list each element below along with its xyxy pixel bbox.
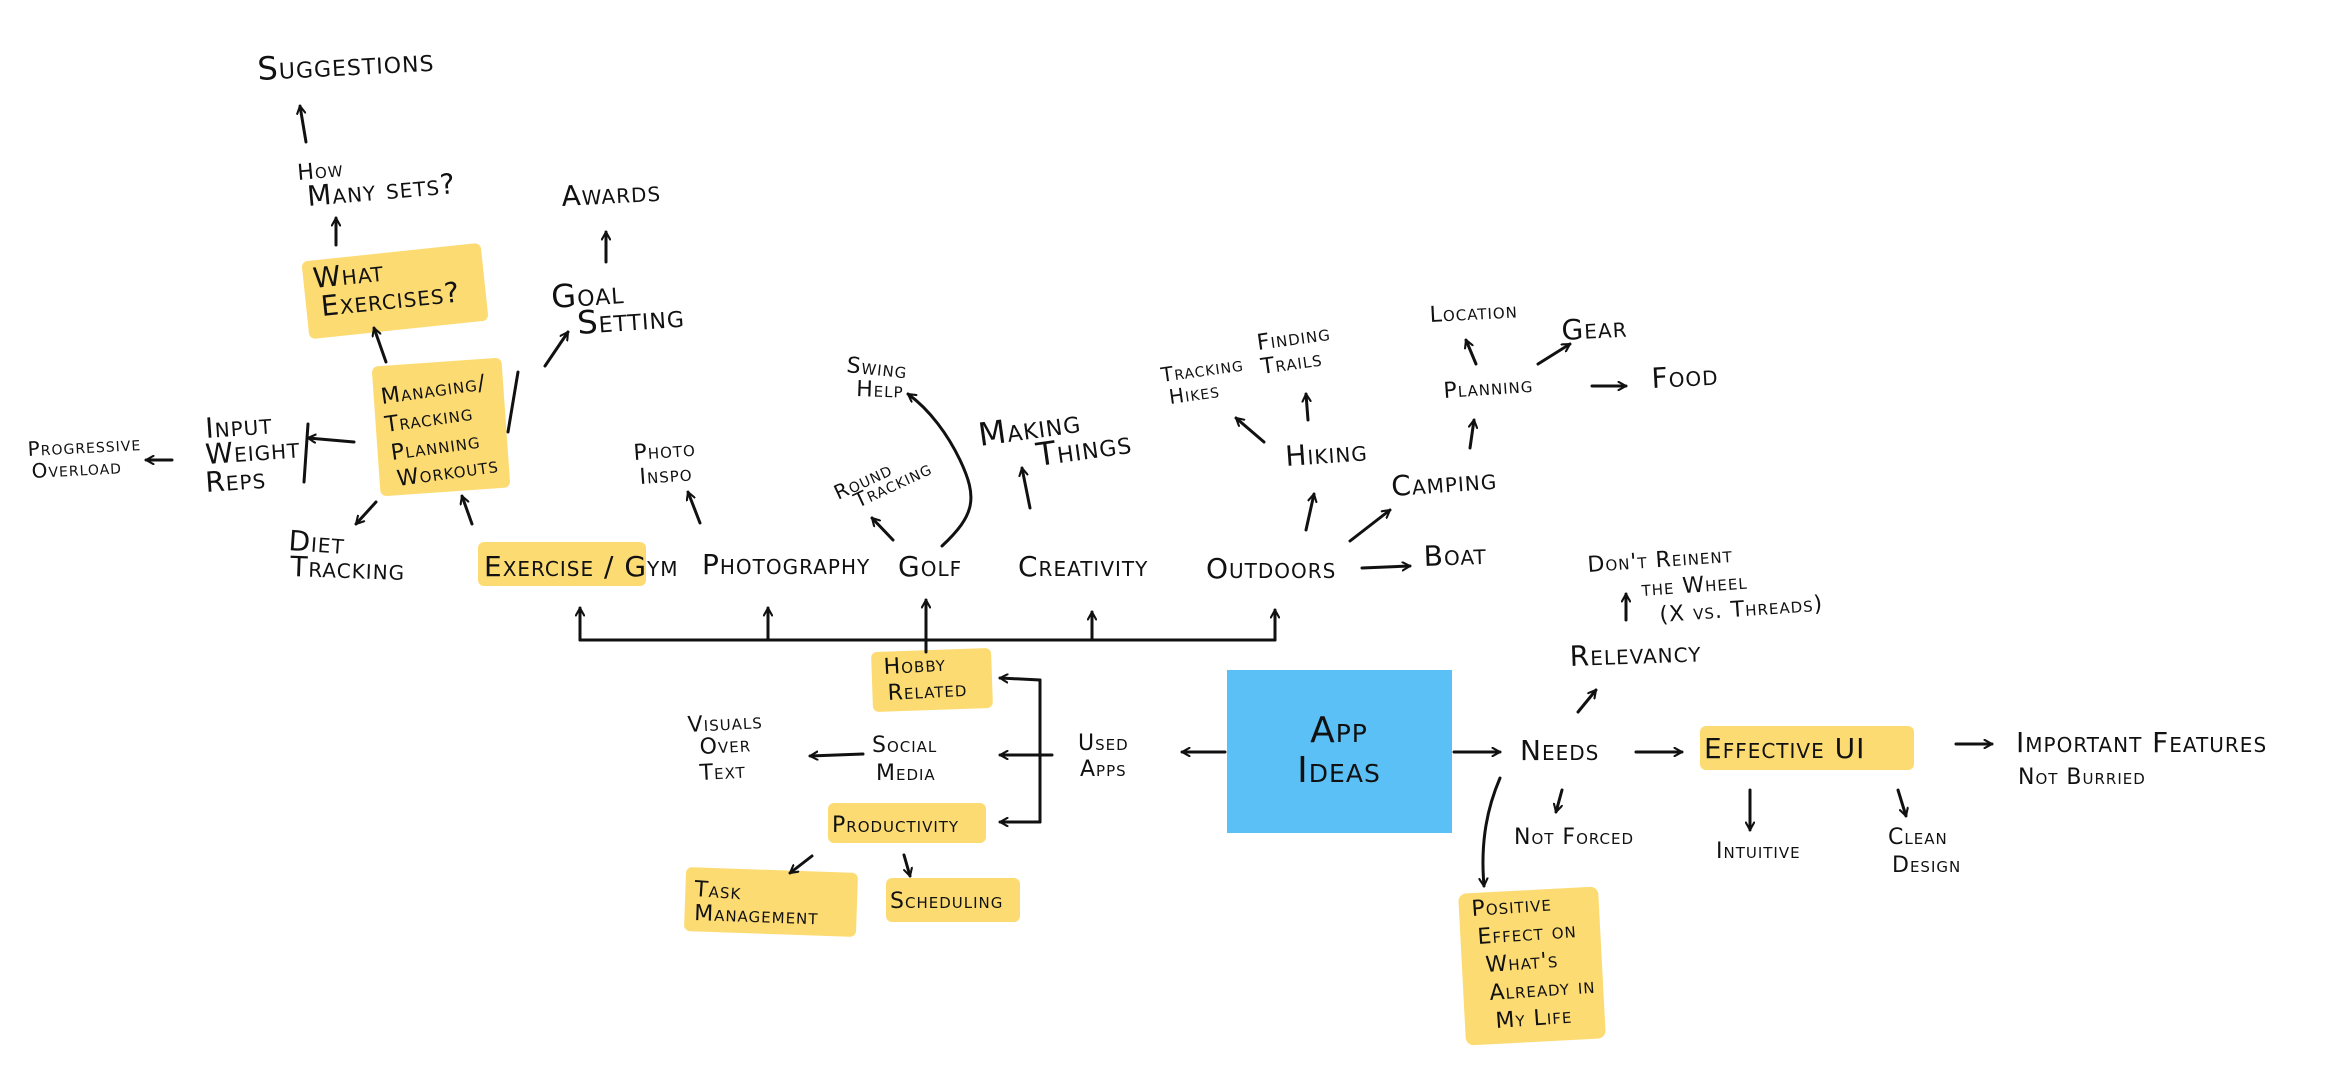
node-needs: Needs xyxy=(1520,734,1599,767)
node-photo-inspo-line1: Photo xyxy=(633,437,697,466)
node-task-line2: Management xyxy=(694,901,819,930)
arrow-hiking-finding xyxy=(1306,392,1308,422)
node-used-apps-line2: Apps xyxy=(1080,757,1127,782)
node-boat: Boat xyxy=(1423,538,1487,573)
arrow-outdoors-camping xyxy=(1348,508,1392,543)
node-effective-ui: Effective UI xyxy=(1704,732,1865,765)
highlight-managing-workouts xyxy=(372,358,510,496)
arrow-how-many-suggestions xyxy=(300,104,308,144)
arrow-productivity-scheduling xyxy=(902,853,910,878)
highlights xyxy=(302,243,1914,1046)
arrow-productivity-task xyxy=(788,854,814,875)
node-diet-line1: Diet xyxy=(288,524,346,561)
node-goal-setting-line1: Goal xyxy=(550,273,626,316)
node-clean-line2: Design xyxy=(1892,853,1961,878)
arrow-planning-gear xyxy=(1536,342,1572,366)
node-progressive-line1: Progressive xyxy=(27,431,142,461)
highlight-what-exercises xyxy=(302,243,488,339)
arrow-exercise-diet xyxy=(354,500,378,526)
node-suggestions: Suggestions xyxy=(256,41,435,88)
arrow-effective-clean xyxy=(1896,788,1906,818)
node-photo-inspo-line2: Inspo xyxy=(639,461,694,490)
node-intuitive: Intuitive xyxy=(1716,839,1801,864)
node-positive-line1: Positive xyxy=(1471,891,1553,922)
managing-bar-right xyxy=(506,370,520,434)
arrow-social-visuals xyxy=(808,754,865,756)
arrow-needs-positive xyxy=(1483,776,1502,888)
node-food: Food xyxy=(1651,359,1720,395)
node-visuals-line1: Visuals xyxy=(687,709,763,738)
node-input-line1: Input xyxy=(204,407,273,445)
arrow-outdoors-boat xyxy=(1360,566,1412,568)
node-input-line2: Weight xyxy=(204,431,301,471)
arrow-needs-not-forced xyxy=(1556,788,1564,814)
arrow-hiking-tracking xyxy=(1234,416,1266,444)
node-exercise-gym: Exercise / Gym xyxy=(484,550,679,583)
node-used-apps-line1: Used xyxy=(1078,731,1129,756)
node-round-tracking-line2: Tracking xyxy=(849,456,935,513)
node-goal-setting-line2: Setting xyxy=(576,297,686,342)
arrow-managing-what-exercises xyxy=(374,326,388,364)
arrow-needs-relevancy xyxy=(1576,688,1598,714)
node-hobby-line2: Related xyxy=(887,677,968,706)
node-clean-line1: Clean xyxy=(1888,825,1948,850)
highlight-exercise-gym xyxy=(478,542,646,586)
node-visuals-line3: Text xyxy=(698,759,746,786)
node-progressive-line2: Overload xyxy=(31,454,122,483)
center-title-line2: Ideas xyxy=(1297,750,1381,791)
node-productivity: Productivity xyxy=(832,813,959,838)
arrow-camping-planning xyxy=(1470,418,1474,450)
managing-bar-left xyxy=(302,422,310,484)
node-social-line2: Media xyxy=(876,761,936,786)
highlight-hobby-related xyxy=(871,648,993,712)
node-input-line3: Reps xyxy=(204,462,267,499)
arrow-planning-location xyxy=(1466,338,1478,366)
arrow-photography-inspo xyxy=(688,490,702,525)
node-positive-line5: My Life xyxy=(1495,1004,1573,1034)
node-photography: Photography xyxy=(702,548,870,581)
arrow-exercise-managing xyxy=(462,494,474,526)
node-diet-line2: Tracking xyxy=(289,550,406,587)
node-hobby-line1: Hobby xyxy=(883,652,947,680)
node-location: Location xyxy=(1429,298,1518,328)
node-task-line1: Task xyxy=(693,877,743,905)
node-scheduling: Scheduling xyxy=(890,889,1003,914)
node-creativity: Creativity xyxy=(1018,550,1148,583)
arrow-golf-round xyxy=(870,516,895,542)
node-planning: Planning xyxy=(1443,373,1534,404)
arrow-managing-goal xyxy=(543,330,570,368)
node-gear: Gear xyxy=(1561,311,1629,347)
node-awards: Awards xyxy=(561,175,662,213)
node-social-line1: Social xyxy=(872,733,937,758)
center-title-line1: App xyxy=(1310,710,1368,751)
node-important-line2: Not Burried xyxy=(2018,765,2146,790)
node-swing-help-line2: Help xyxy=(856,377,904,404)
highlight-productivity xyxy=(828,803,986,843)
node-relevancy: Relevancy xyxy=(1569,635,1702,673)
labels: Suggestions How Many sets? What Exercise… xyxy=(27,41,2267,1034)
node-important-line1: Important Features xyxy=(2016,726,2267,759)
highlight-scheduling xyxy=(886,878,1020,922)
node-outdoors: Outdoors xyxy=(1206,552,1336,585)
node-positive-line3: What's xyxy=(1485,948,1559,978)
node-hiking: Hiking xyxy=(1284,434,1369,473)
highlight-positive-effect xyxy=(1458,886,1606,1046)
arrow-golf-swing xyxy=(906,392,973,548)
arrow-outdoors-hiking xyxy=(1304,492,1314,532)
connectors xyxy=(144,104,1994,888)
node-how-many-sets-line1: How xyxy=(296,157,344,186)
node-golf: Golf xyxy=(898,550,962,583)
highlight-task-management xyxy=(684,867,858,937)
node-not-forced: Not Forced xyxy=(1514,825,1634,850)
arrow-managing-input xyxy=(306,438,356,442)
center-box xyxy=(1227,670,1452,833)
arrow-creativity-making xyxy=(1022,466,1032,510)
node-camping: Camping xyxy=(1390,463,1498,503)
arrow-to-hobby xyxy=(998,678,1042,680)
node-what-exercises-line1: What xyxy=(311,255,385,295)
node-visuals-line2: Over xyxy=(699,732,752,760)
highlight-effective-ui xyxy=(1700,726,1914,770)
